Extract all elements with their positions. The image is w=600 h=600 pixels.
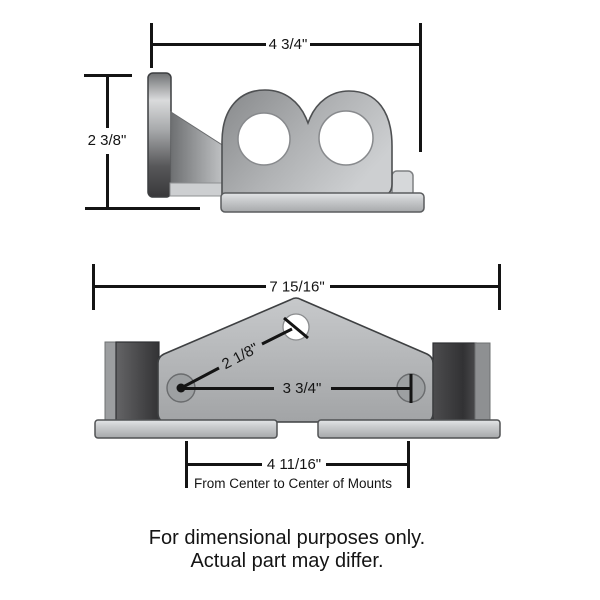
side-view-height-dimension: 2 3/8"	[84, 74, 200, 210]
side-view: 4 3/4" 2 3/8"	[84, 23, 425, 213]
dim-line-segment	[261, 327, 293, 346]
disclaimer-line-1: For dimensional purposes only.	[149, 527, 425, 549]
front-view-overall-width-dimension-label: 7 15/16"	[269, 279, 324, 296]
side-view-gusset-foot	[169, 182, 228, 197]
front-view-right-mount	[432, 342, 477, 424]
front-view-hole-spacing-dimension: 3 3/4"	[181, 380, 411, 397]
side-view-hole-right	[318, 110, 374, 166]
front-view-left-base-plate	[94, 419, 278, 439]
dim-tick-top-hole	[283, 316, 309, 340]
front-view-mount-spacing-dimension-label: 4 11/16"	[267, 456, 321, 473]
disclaimer-note: For dimensional purposes only. Actual pa…	[149, 527, 425, 572]
side-view-base-plate	[220, 192, 425, 213]
dim-line-segment	[182, 366, 220, 389]
side-view-gusset	[170, 111, 228, 184]
disclaimer-line-2: Actual part may differ.	[190, 550, 383, 572]
front-view-overall-width-dimension: 7 15/16"	[92, 264, 501, 310]
front-view-right-mount-highlight	[474, 342, 491, 424]
side-view-hole-left	[237, 112, 291, 166]
side-view-width-dimension: 4 3/4"	[150, 23, 422, 152]
side-view-flange	[147, 72, 172, 198]
front-view: 7 15/16" 2 1/8"	[92, 264, 501, 491]
front-view-left-mount	[115, 341, 160, 424]
side-view-width-dimension-label: 4 3/4"	[269, 36, 308, 53]
front-view-mount-spacing-note: From Center to Center of Mounts	[194, 476, 392, 491]
front-view-right-base-plate	[317, 419, 501, 439]
side-view-height-dimension-label: 2 3/8"	[88, 132, 127, 149]
front-view-mount-spacing-dimension: 4 11/16" From Center to Center of Mounts	[185, 441, 410, 491]
front-view-hole-spacing-dimension-label: 3 3/4"	[283, 380, 322, 397]
